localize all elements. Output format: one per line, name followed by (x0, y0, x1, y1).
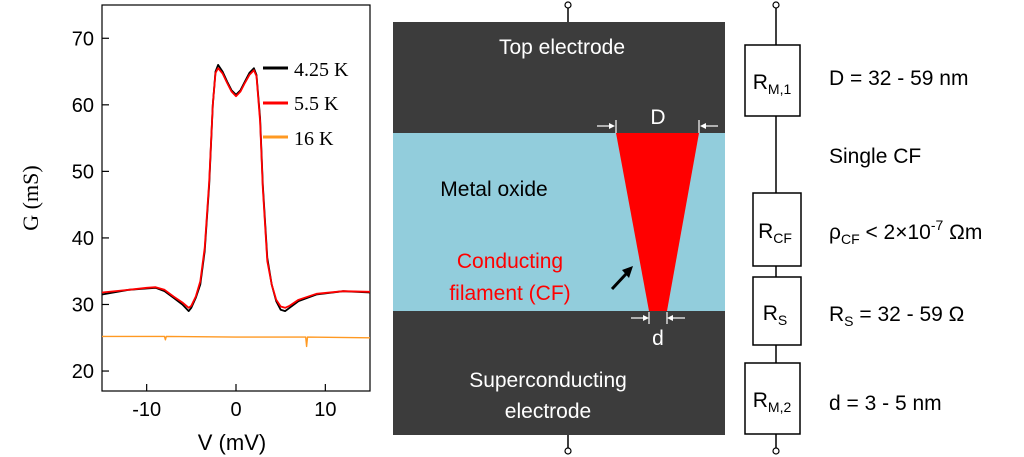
legend-label-5k: 5.5 K (294, 93, 339, 115)
label-rho-cf: ρCF < 2×10-7 Ωm (829, 217, 982, 247)
label-single-cf: Single CF (829, 145, 921, 168)
bottom-electrode-label-line1: Superconducting (469, 369, 627, 392)
rcf-sub: CF (773, 230, 792, 246)
label-D-range: D = 32 - 59 nm (829, 67, 968, 90)
metal-oxide-label: Metal oxide (440, 178, 547, 201)
x-tick-label: 0 (230, 399, 241, 421)
svg-text:RCF: RCF (758, 220, 792, 246)
rho-main: ρ (829, 221, 841, 244)
rho-unit: Ωm (943, 221, 982, 244)
series-line-16-k (102, 335, 371, 348)
series-layer (101, 64, 371, 348)
y-tick-label: 30 (72, 294, 94, 316)
y-axis-label: G (mS) (18, 165, 43, 230)
device-diagram: Top electrode Metal oxide Conducting fil… (393, 1, 725, 455)
plot-frame (101, 4, 371, 392)
resistor-rm2: RM,2 (744, 362, 801, 435)
rs-sub: S (778, 312, 787, 328)
resistor-rm1: RM,1 (744, 44, 801, 117)
y-tick-label: 50 (72, 161, 94, 183)
conducting-filament (616, 133, 699, 311)
rho-sup: -7 (931, 217, 944, 233)
diameter-D-marker: D (597, 106, 718, 133)
rm2-main: R (753, 389, 768, 412)
conductance-plot: -10 0 10 20 30 40 50 60 70 4.25 K 5.5 K 16 K V (… (18, 4, 371, 455)
rm1-sub: M,1 (768, 81, 792, 97)
rs-main: R (763, 302, 778, 325)
rm1-main: R (753, 71, 768, 94)
label-d-range: d = 3 - 5 nm (829, 392, 942, 415)
rs-label-main: R (829, 303, 844, 326)
rho-mid: < 2×10 (860, 221, 931, 244)
rho-sub: CF (841, 231, 860, 247)
top-terminal (564, 1, 572, 9)
top-electrode-label: Top electrode (499, 36, 625, 59)
axis-ticks: -10 0 10 20 30 40 50 60 70 (72, 28, 337, 421)
circuit-bottom-terminal (772, 447, 780, 455)
D-label: D (650, 106, 665, 129)
svg-text:RS: RS (763, 302, 788, 328)
diameter-d-marker: d (631, 312, 685, 350)
x-tick-label: -10 (132, 399, 161, 421)
bottom-terminal (564, 447, 572, 455)
d-label: d (652, 327, 664, 350)
x-tick-label: 10 (314, 399, 336, 421)
y-tick-label: 70 (72, 28, 94, 50)
y-tick-label: 20 (72, 361, 94, 383)
y-tick-label: 60 (72, 95, 94, 117)
resistor-rs: RS (752, 276, 802, 346)
resistor-rcf: RCF (752, 192, 802, 267)
rs-label-rest: = 32 - 59 Ω (854, 303, 965, 326)
y-tick-label: 40 (72, 228, 94, 250)
label-rs-range: RS = 32 - 59 Ω (829, 303, 964, 329)
top-electrode (393, 22, 725, 133)
filament-label-line2: filament (CF) (449, 282, 570, 305)
rs-label-sub: S (844, 313, 853, 329)
legend: 4.25 K 5.5 K 16 K (263, 59, 349, 150)
equivalent-circuit: RM,1 RCF RS RM,2 D = 32 - 59 nm Single C… (744, 1, 982, 455)
rm2-sub: M,2 (768, 399, 792, 415)
circuit-top-terminal (772, 1, 780, 9)
legend-label-4k: 4.25 K (294, 59, 349, 81)
filament-label-line1: Conducting (457, 250, 563, 273)
bottom-electrode-label-line2: electrode (505, 400, 591, 423)
series-line-5-5-k (101, 67, 371, 309)
rcf-main: R (758, 220, 773, 243)
svg-text:RM,2: RM,2 (753, 389, 792, 415)
legend-label-16k: 16 K (294, 128, 334, 150)
x-axis-label: V (mV) (198, 430, 266, 455)
filament-pointer-arrow (610, 266, 633, 291)
svg-text:RM,1: RM,1 (753, 71, 792, 97)
bottom-electrode (393, 311, 725, 435)
